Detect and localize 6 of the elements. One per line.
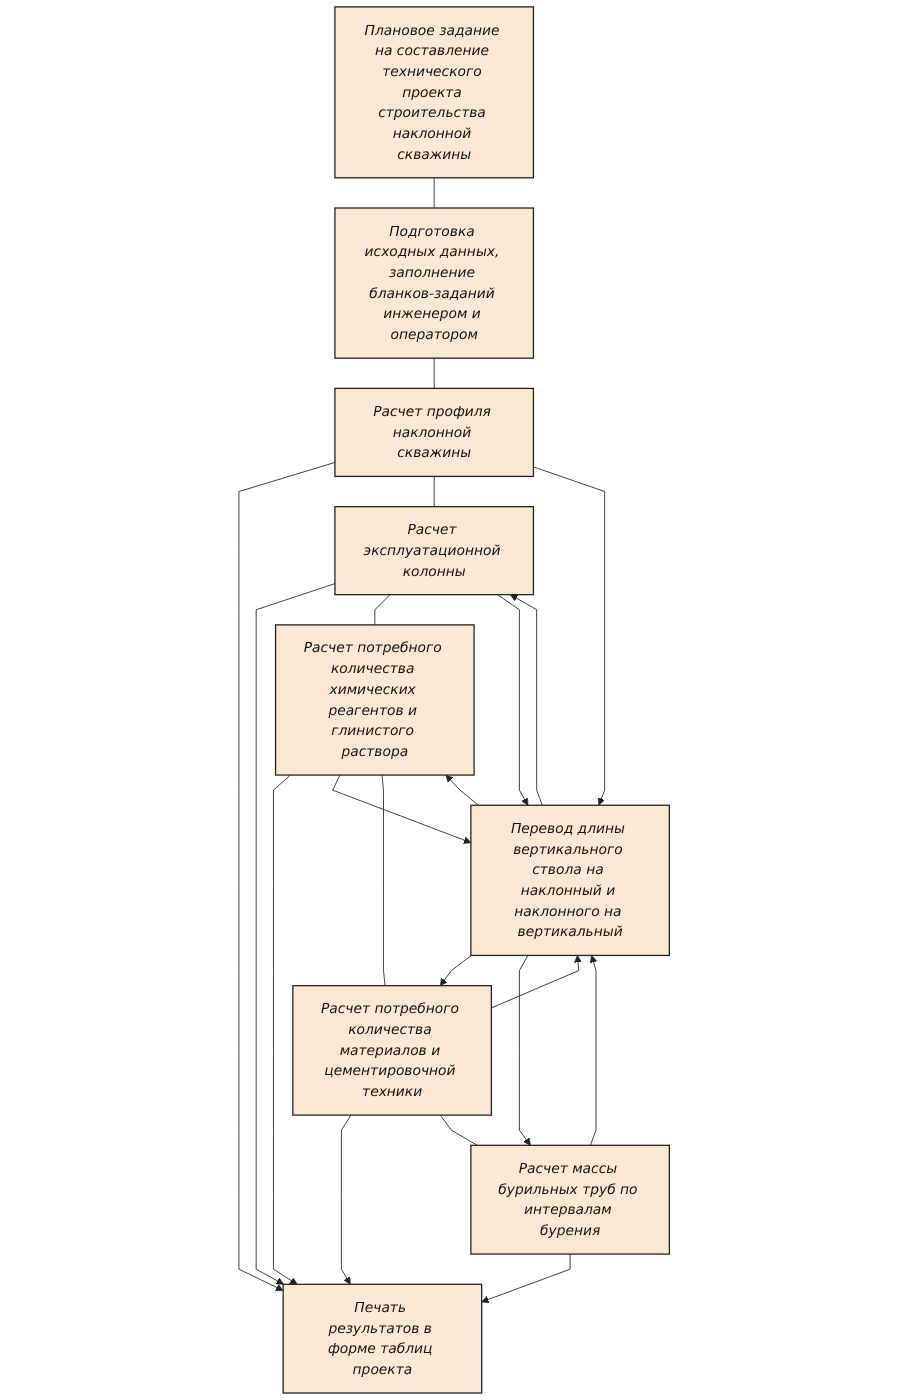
connector [374, 594, 391, 626]
connector [381, 774, 386, 987]
connector [439, 1114, 478, 1146]
connector [433, 177, 435, 209]
connector [433, 476, 435, 508]
connector [433, 357, 435, 389]
